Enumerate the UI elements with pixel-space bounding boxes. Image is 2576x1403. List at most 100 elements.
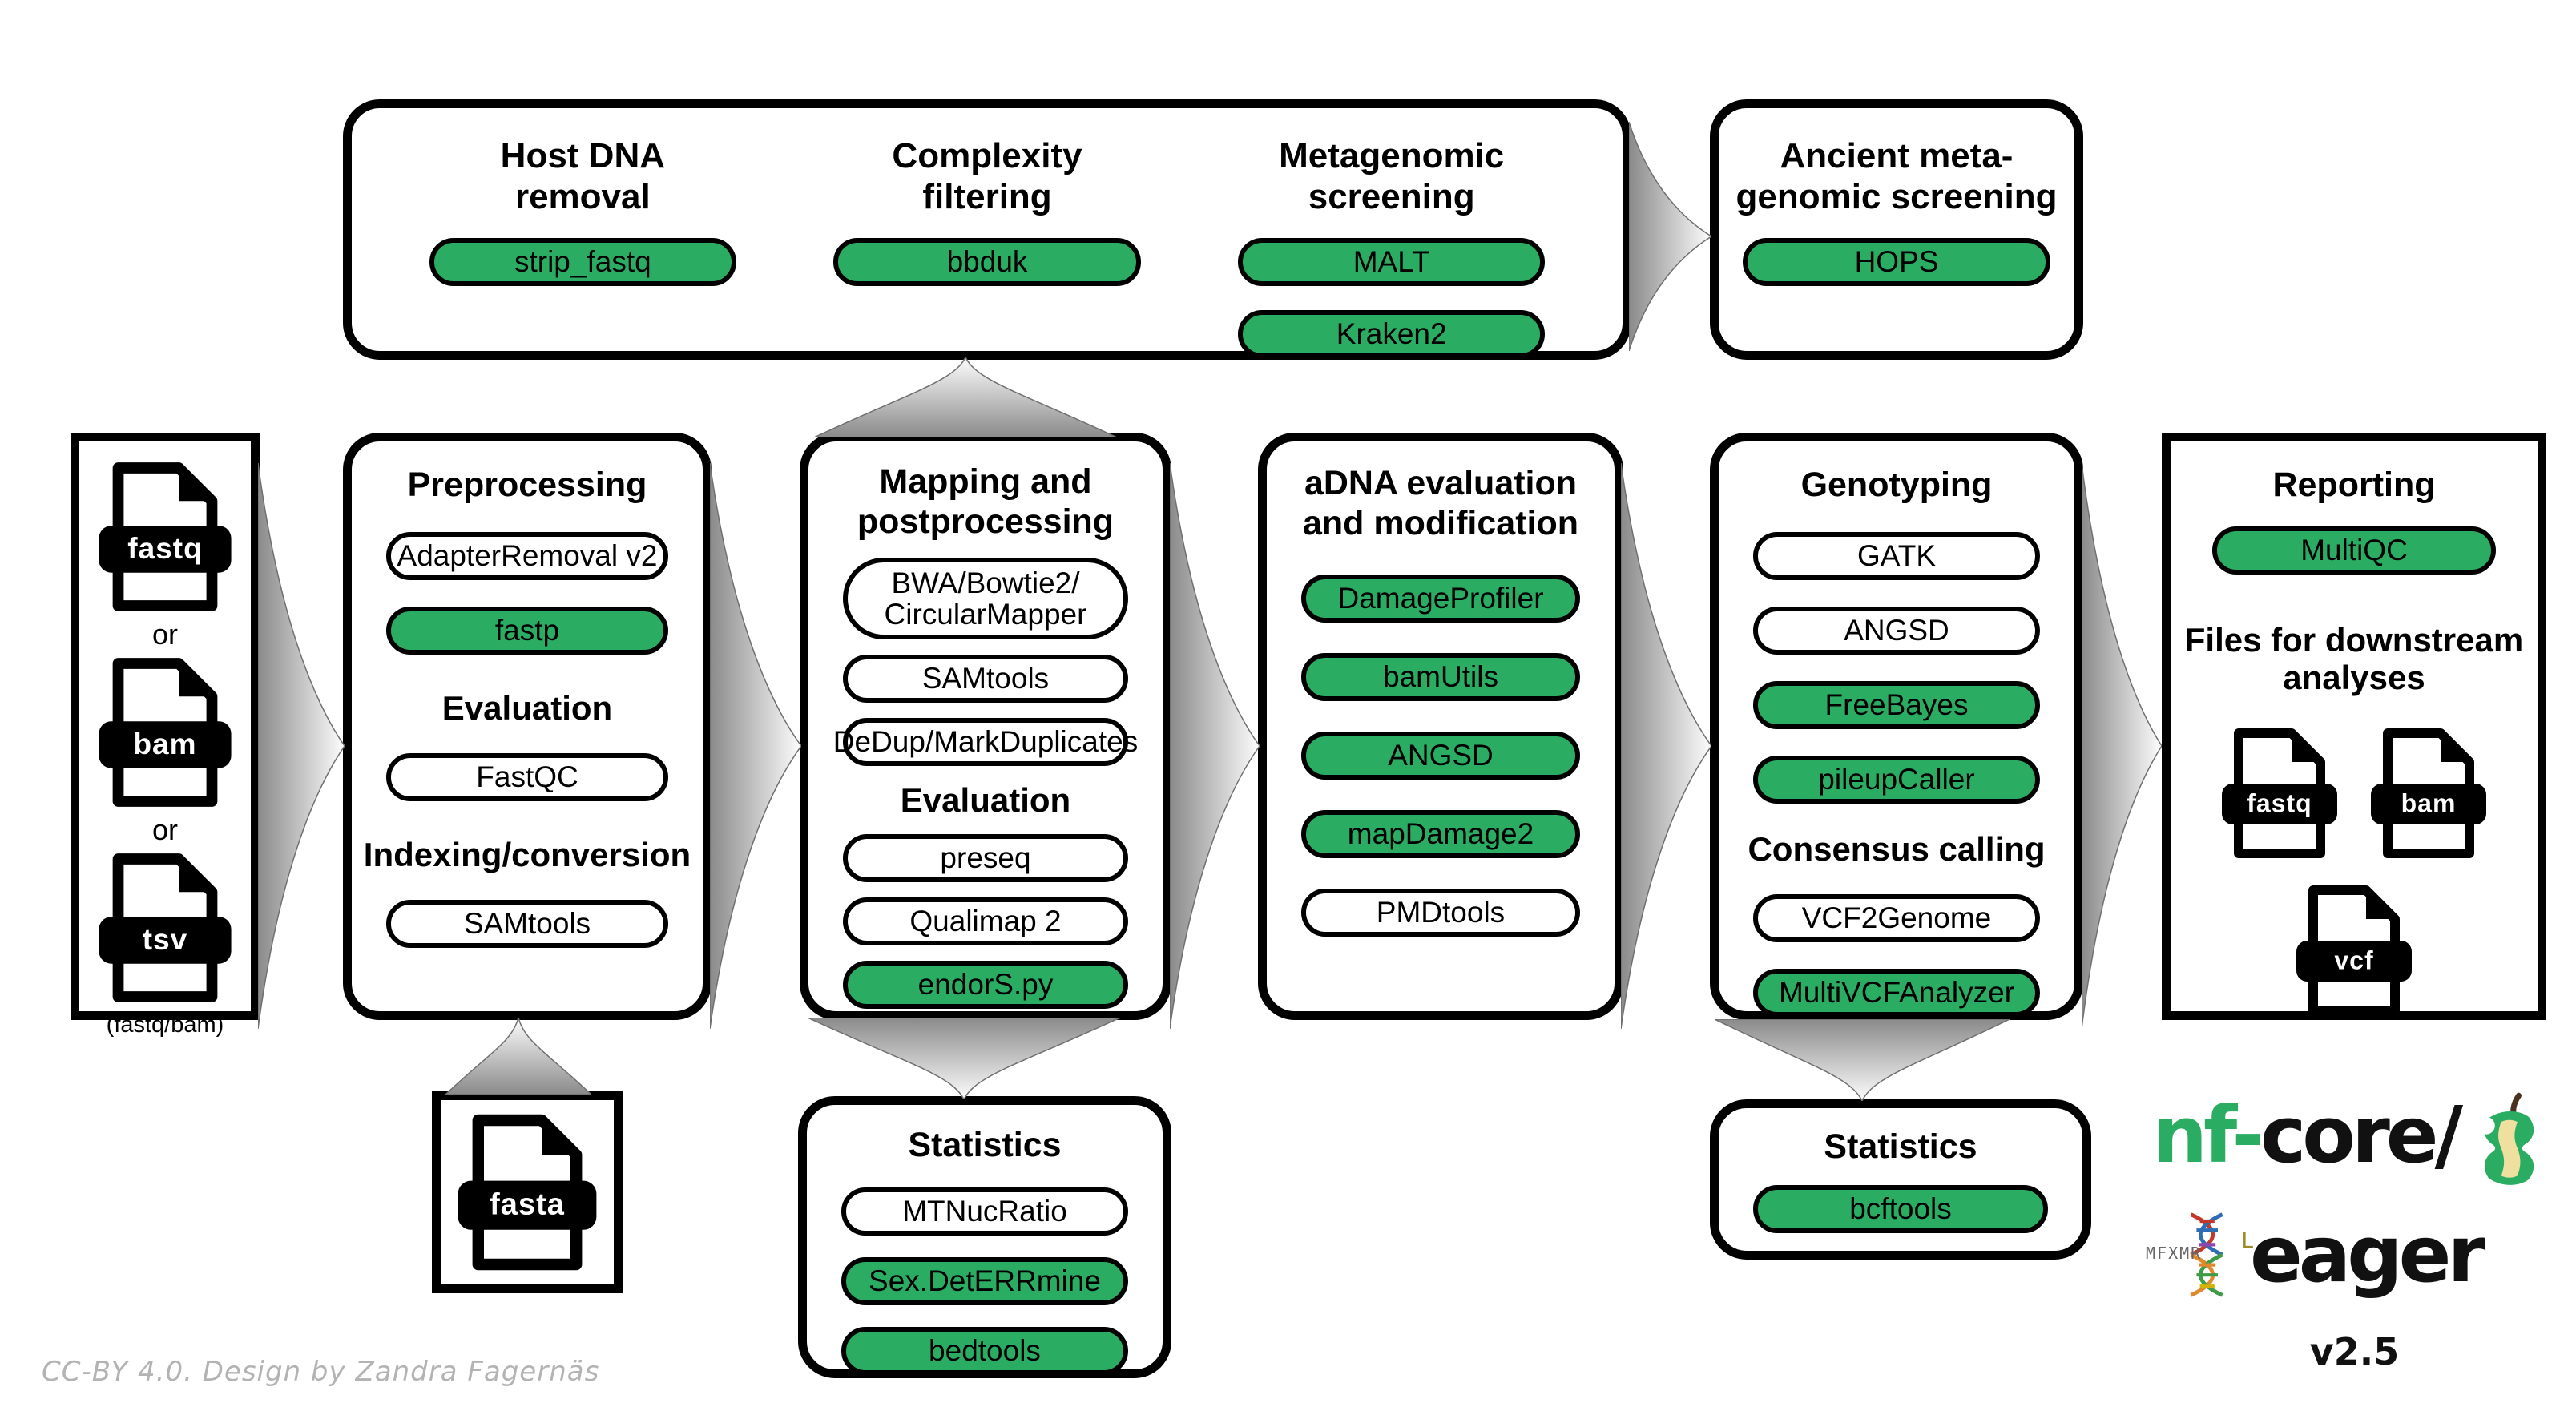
statistics-box: Statistics MTNucRatio Sex.DetERRmine bed…	[798, 1096, 1171, 1378]
reporting-box: Reporting MultiQC Files for downstream a…	[2162, 433, 2546, 1020]
or-label: or	[151, 813, 178, 846]
box-title: Genotyping	[1800, 466, 1993, 504]
rune-l-glyph: L	[2241, 1229, 2254, 1253]
file-type-label: fasta	[490, 1187, 565, 1222]
tool-pill-multivcfanalyzer: MultiVCFAnalyzer	[1753, 968, 2040, 1017]
box-title: Statistics	[1824, 1127, 1977, 1166]
arrow-genotyping-to-statistics-down	[1715, 1019, 2010, 1101]
reference-fasta-box: fasta	[432, 1091, 623, 1293]
box-title: aDNA evaluation and modification	[1303, 464, 1578, 542]
adna-evaluation-modification-box: aDNA evaluation and modification DamageP…	[1258, 433, 1623, 1020]
tool-pill-adapterremoval: AdapterRemoval v2	[386, 531, 668, 580]
file-type-label: bam	[133, 728, 197, 761]
license-credit-text: CC-BY 4.0. Design by Zandra Fagernäs	[42, 1356, 600, 1388]
fastq-file-icon: fastq	[2219, 727, 2340, 860]
tool-pill-preseq: preseq	[843, 833, 1128, 882]
arrow-adna-to-genotyping	[1621, 463, 1711, 1029]
arrow-input-to-preprocessing	[258, 463, 345, 1029]
consensus-calling-subtitle: Consensus calling	[1748, 829, 2046, 868]
tool-pill-damageprofiler: DamageProfiler	[1301, 574, 1580, 623]
bam-file-icon: bam	[96, 656, 234, 808]
arrow-mapping-to-statistics-down	[808, 1018, 1120, 1099]
tool-pill-pileupcaller: pileupCaller	[1753, 755, 2040, 804]
logo-line1: nf-core/	[2152, 1090, 2557, 1192]
version-label: v2.5	[2309, 1330, 2400, 1373]
section-title: Complexity filtering	[892, 136, 1082, 217]
mapping-postprocessing-box: Mapping and postprocessing BWA/Bowtie2/ …	[800, 433, 1171, 1020]
tool-pill-dedup-markduplicates: DeDup/MarkDuplicates	[833, 717, 1138, 766]
arrow-mapping-to-screening-up	[814, 357, 1117, 437]
tool-pill-angsd: ANGSD	[1753, 606, 2040, 655]
section-title: Host DNA removal	[500, 136, 665, 217]
preprocessing-box: Preprocessing AdapterRemoval v2 fastp Ev…	[343, 433, 712, 1020]
tool-pill-mapdamage2: mapDamage2	[1301, 809, 1580, 858]
apple-core-icon	[2477, 1092, 2534, 1185]
box-title: Mapping and postprocessing	[857, 462, 1115, 541]
box-title: Preprocessing	[407, 466, 647, 504]
tool-pill-bcftools: bcftools	[1753, 1184, 2048, 1233]
tool-pill-endors-py: endorS.py	[843, 960, 1128, 1009]
box-title: Ancient meta- genomic screening	[1735, 136, 2058, 217]
tool-pill-pmdtools: PMDtools	[1301, 888, 1580, 937]
tool-pill-bbduk: bbduk	[833, 238, 1141, 287]
arrow-preprocessing-to-mapping	[710, 463, 801, 1029]
tool-pill-mtnucratio: MTNucRatio	[841, 1187, 1128, 1236]
tool-pill-fastp: fastp	[386, 606, 668, 655]
evaluation-subtitle: Evaluation	[441, 688, 613, 727]
tool-pill-strip-fastq: strip_fastq	[429, 238, 737, 287]
tool-pill-freebayes: FreeBayes	[1753, 680, 2040, 729]
logo-eager-text: eager	[2250, 1209, 2485, 1300]
metagenomic-screening-section: Metagenomic screening MALT Kraken2	[1189, 135, 1594, 359]
logo-core-suffix: core/	[2260, 1090, 2463, 1180]
tsv-content-note: (fastq/bam)	[106, 1012, 224, 1038]
indexing-conversion-subtitle: Indexing/conversion	[363, 835, 691, 873]
nf-core-eager-logo: nf-core/	[2146, 1090, 2557, 1373]
arrow-mapping-to-adna	[1170, 463, 1260, 1029]
tsv-file-icon: tsv	[96, 852, 234, 1004]
tool-pill-qualimap2: Qualimap 2	[843, 897, 1128, 945]
or-label: or	[151, 618, 178, 651]
file-type-label: bam	[2401, 788, 2457, 818]
tool-pill-malt: MALT	[1237, 238, 1546, 287]
tool-pill-vcf2genome: VCF2Genome	[1753, 893, 2040, 942]
complexity-filtering-section: Complexity filtering bbduk	[785, 135, 1190, 351]
dna-helix-icon: MFXMR L	[2146, 1194, 2253, 1316]
host-dna-removal-section: Host DNA removal strip_fastq	[381, 135, 785, 351]
file-type-label: fastq	[2247, 788, 2312, 818]
tool-pill-gatk: GATK	[1753, 531, 2040, 580]
ancient-metagenomic-screening-box: Ancient meta- genomic screening HOPS	[1710, 99, 2083, 360]
downstream-files-subtitle: Files for downstream analyses	[2184, 620, 2524, 696]
vcf-file-icon: vcf	[2294, 884, 2414, 1017]
output-files-row: fastq bam	[2219, 727, 2489, 860]
file-type-label: vcf	[2334, 945, 2374, 975]
box-title: Statistics	[908, 1126, 1062, 1164]
screening-box: Host DNA removal strip_fastq Complexity …	[343, 99, 1631, 360]
tool-pill-bwa-bowtie2-circularmapper: BWA/Bowtie2/ CircularMapper	[843, 557, 1128, 639]
runes-text: MFXMR	[2146, 1244, 2203, 1263]
tool-pill-bedtools: bedtools	[841, 1326, 1128, 1375]
tool-pill-fastqc: FastQC	[386, 752, 668, 801]
evaluation-subtitle: Evaluation	[900, 780, 1071, 819]
fasta-file-icon: fasta	[455, 1113, 599, 1272]
tool-pill-samtools: SAMtools	[843, 654, 1128, 703]
arrow-genotyping-to-reporting	[2082, 463, 2162, 1029]
tool-pill-bamutils: bamUtils	[1301, 652, 1580, 701]
box-title: Reporting	[2272, 466, 2436, 504]
file-type-label: fastq	[127, 532, 203, 566]
tool-pill-angsd: ANGSD	[1301, 731, 1580, 780]
tool-pill-kraken2: Kraken2	[1237, 310, 1546, 359]
logo-nf-prefix: nf-	[2152, 1090, 2264, 1180]
arrow-fasta-to-preprocessing-up	[445, 1018, 591, 1095]
file-type-label: tsv	[142, 923, 188, 957]
tool-pill-sexdeterrmine: Sex.DetERRmine	[841, 1256, 1128, 1305]
tool-pill-samtools: SAMtools	[386, 899, 668, 948]
genotyping-statistics-box: Statistics bcftools	[1710, 1099, 2091, 1260]
input-files-box: fastq or bam or tsv (fastq/bam)	[71, 433, 260, 1038]
genotyping-box: Genotyping GATK ANGSD FreeBayes pileupCa…	[1710, 433, 2083, 1020]
tool-pill-multiqc: MultiQC	[2212, 526, 2496, 575]
logo-line2: MFXMR L eager	[2146, 1194, 2557, 1316]
tool-pill-hops: HOPS	[1743, 238, 2050, 287]
section-title: Metagenomic screening	[1279, 136, 1505, 217]
fastq-file-icon: fastq	[96, 461, 234, 613]
